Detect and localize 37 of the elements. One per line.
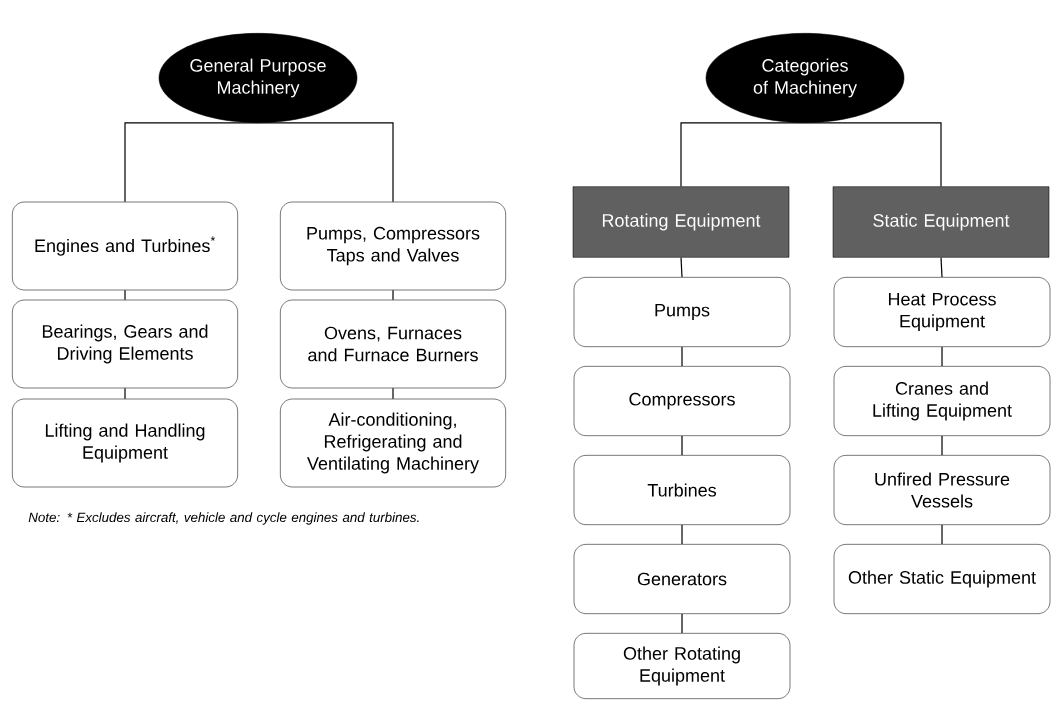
category-box: Ovens, Furnaces and Furnace Burners	[280, 299, 506, 389]
connector-line	[124, 289, 126, 301]
category-box: Pumps, Compressors Taps and Valves	[280, 201, 506, 291]
category-box: Rotating Equipment	[572, 186, 790, 258]
category-box: Heat Process Equipment	[833, 277, 1051, 347]
connector-line	[257, 122, 394, 203]
connector-line	[804, 122, 942, 187]
connector-line	[941, 346, 943, 367]
connector-line	[681, 613, 683, 634]
connector-line	[124, 122, 259, 203]
category-box: Generators	[573, 544, 791, 614]
connector-line	[392, 387, 394, 400]
category-box: Turbines	[573, 455, 791, 525]
category-box: Unfired Pressure Vessels	[833, 455, 1051, 525]
connector-line	[680, 122, 806, 187]
category-box: Air-conditioning, Refrigerating and Ventilating Machinery	[280, 398, 506, 488]
connector-line	[940, 257, 943, 278]
category-box: Compressors	[573, 366, 791, 436]
connector-line	[941, 524, 943, 545]
connector-line	[124, 387, 126, 400]
category-box: Bearings, Gears and Driving Elements	[12, 299, 238, 389]
connector-line	[681, 435, 683, 456]
category-box: Cranes and Lifting Equipment	[833, 366, 1051, 436]
category-box: Engines and Turbines$^{*}$	[12, 201, 238, 291]
category-box: Static Equipment	[832, 186, 1050, 258]
category-box: Other Rotating Equipment	[573, 633, 791, 699]
category-box: Lifting and Handling Equipment	[12, 398, 238, 488]
connector-line	[941, 435, 943, 456]
connector-line	[680, 257, 683, 278]
note-text: Note: * Excludes aircraft, vehicle and cycle engines and turbines.	[28, 512, 419, 525]
oval-node: General Purpose Machinery	[158, 33, 358, 123]
connector-line	[681, 524, 683, 545]
connector-line	[392, 289, 394, 301]
category-box: Other Static Equipment	[833, 544, 1051, 614]
connector-line	[681, 346, 683, 367]
category-box: Pumps	[573, 277, 791, 347]
oval-node: Categories of Machinery	[705, 33, 905, 123]
